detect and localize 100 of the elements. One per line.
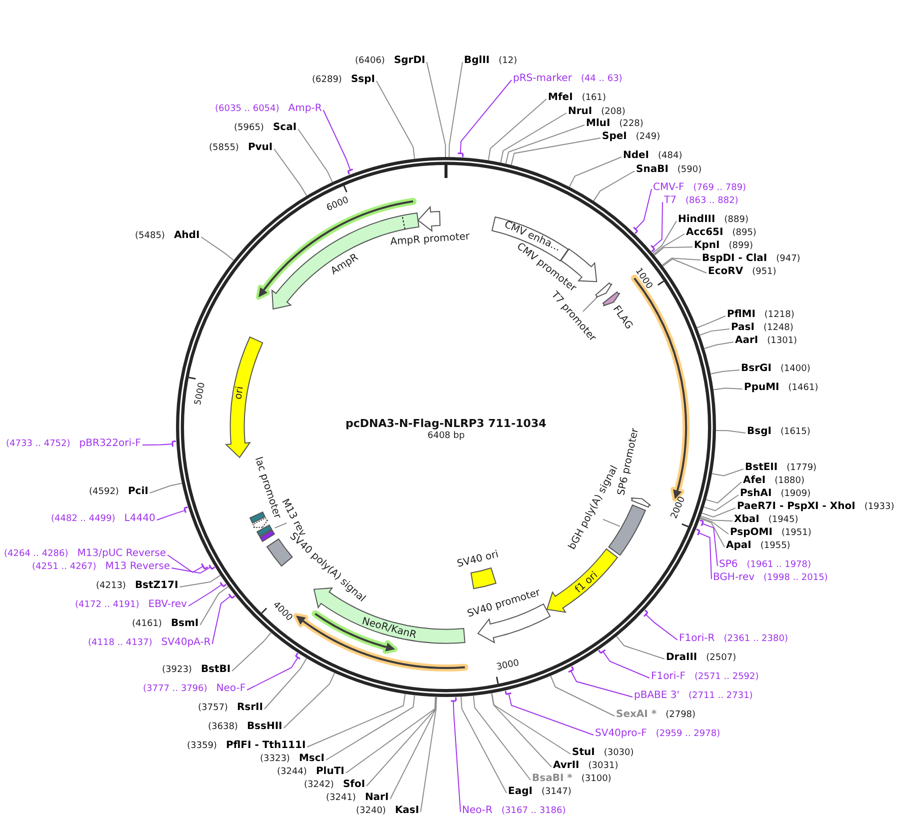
enzyme-name: AhdI (174, 230, 200, 242)
enzyme-name: BglII (464, 55, 490, 67)
primer-name: EBV-rev (148, 599, 187, 611)
cut-position: (3638) (208, 721, 238, 733)
leader-line (460, 80, 512, 154)
primer-name: SV40pA-R (161, 637, 211, 649)
cut-position: (1615) (780, 426, 810, 438)
enzyme-name: PaeR7I - PspXI - XhoI (737, 501, 856, 513)
leader-line (593, 170, 635, 202)
leader-line (326, 694, 416, 760)
primer-range: (2361 .. 2380) (724, 633, 788, 645)
leader-line (635, 188, 652, 230)
leader-line (700, 517, 729, 534)
cut-position: (951) (752, 266, 776, 278)
enzyme-name: BsmI (170, 618, 199, 630)
enzyme-name: PpuMI (744, 382, 780, 394)
scale-label: 5000 (194, 381, 209, 406)
primer-range: (3167 .. 3186) (502, 805, 566, 817)
primer-range: (769 .. 789) (693, 182, 746, 194)
cut-position: (1951) (781, 527, 812, 539)
enzyme-name: EagI (508, 786, 532, 798)
enzyme-name: PvuI (248, 142, 273, 154)
enzyme-name: SexAI * (616, 709, 657, 721)
cut-position: (5965) (234, 122, 264, 134)
leader-line (652, 220, 677, 254)
enzyme-name: BstBI (200, 664, 231, 676)
enzyme-name: StuI (572, 747, 595, 759)
leader-line (662, 258, 701, 266)
cut-position: (228) (619, 118, 644, 130)
leader-line (420, 696, 437, 812)
primer-name: pRS-marker (513, 73, 572, 85)
leader-line (508, 693, 594, 736)
primer-range: (1961 .. 1978) (746, 559, 812, 571)
cut-position: (3030) (604, 747, 634, 759)
primer-name: Neo-F (216, 683, 246, 695)
leader-line (616, 636, 665, 660)
leader-line (488, 98, 547, 161)
enzyme-name: PflMI (727, 309, 756, 321)
leader-line (366, 696, 436, 786)
leader-line (568, 156, 622, 188)
enzyme-name: MluI (586, 118, 610, 130)
leader-line (171, 566, 211, 574)
cut-position: (4161) (132, 618, 162, 630)
leader-line (696, 316, 726, 328)
enzyme-name: PspOMI (730, 527, 772, 539)
origin-segment: f1 ori (546, 548, 619, 614)
leader-line (452, 700, 461, 812)
leader-line (264, 658, 308, 710)
scale-label: 3000 (496, 658, 521, 674)
leader-line (505, 124, 585, 164)
cut-position: (208) (601, 106, 626, 118)
primer-range: (863 .. 882) (685, 195, 738, 207)
leader-line (698, 532, 712, 580)
cut-position: (4592) (89, 486, 119, 498)
primer-name: T7 (664, 195, 676, 207)
primer-range: (1998 .. 2015) (764, 572, 828, 584)
cut-position: (1461) (788, 382, 818, 394)
primer-name: Neo-R (462, 805, 492, 817)
cut-position: (3100) (581, 773, 612, 785)
enzyme-name: PflFI - Tth111I (226, 740, 306, 752)
cut-position: (484) (658, 150, 682, 162)
primer-name: Amp-R (288, 103, 322, 115)
primer-range: (4482 .. 4499) (51, 513, 116, 525)
primer-name: SP6 (719, 559, 738, 571)
primer-name: pBR322ori-F (79, 438, 141, 450)
leader-line (706, 482, 742, 504)
cut-position: (3323) (260, 753, 290, 765)
feature-label: SV40 ori (456, 549, 500, 571)
leader-line (712, 388, 743, 390)
enzyme-name: HindIII (678, 214, 716, 226)
cut-position: (1301) (767, 335, 798, 347)
enzyme-name: BsaBI * (532, 773, 572, 785)
leader-line (602, 651, 650, 678)
scale-label: 2000 (670, 496, 689, 522)
leader-line (246, 657, 298, 690)
primer-range: (3777 .. 3796) (143, 683, 208, 695)
enzyme-name: PciI (128, 486, 148, 498)
leader-line (500, 112, 567, 164)
primer-range: (4733 .. 4752) (6, 438, 70, 450)
cut-position: (1779) (786, 462, 817, 474)
cut-position: (1400) (780, 363, 810, 375)
enzyme-name: MscI (298, 753, 324, 765)
enzyme-name: ApaI (726, 540, 752, 552)
enzyme-name: DraIII (666, 652, 698, 664)
enzyme-name: ScaI (272, 122, 297, 134)
cut-position: (590) (677, 164, 702, 176)
leader-line (645, 614, 678, 640)
cut-position: (1933) (864, 501, 894, 513)
enzyme-name: BspDI - ClaI (702, 253, 768, 265)
enzyme-name: BstEII (745, 462, 778, 474)
primer-name: BGH-rev (713, 572, 755, 584)
enzyme-name: PluTI (316, 766, 344, 778)
primer-range: (2959 .. 2978) (656, 728, 720, 740)
enzyme-name: MfeI (548, 92, 573, 104)
feature-label: SP6 promoter (616, 427, 642, 497)
leader-line (179, 574, 221, 588)
leader-line (472, 695, 531, 780)
cut-position: (1218) (764, 309, 794, 321)
enzyme-name: NruI (568, 106, 592, 118)
leader-line (491, 692, 552, 768)
